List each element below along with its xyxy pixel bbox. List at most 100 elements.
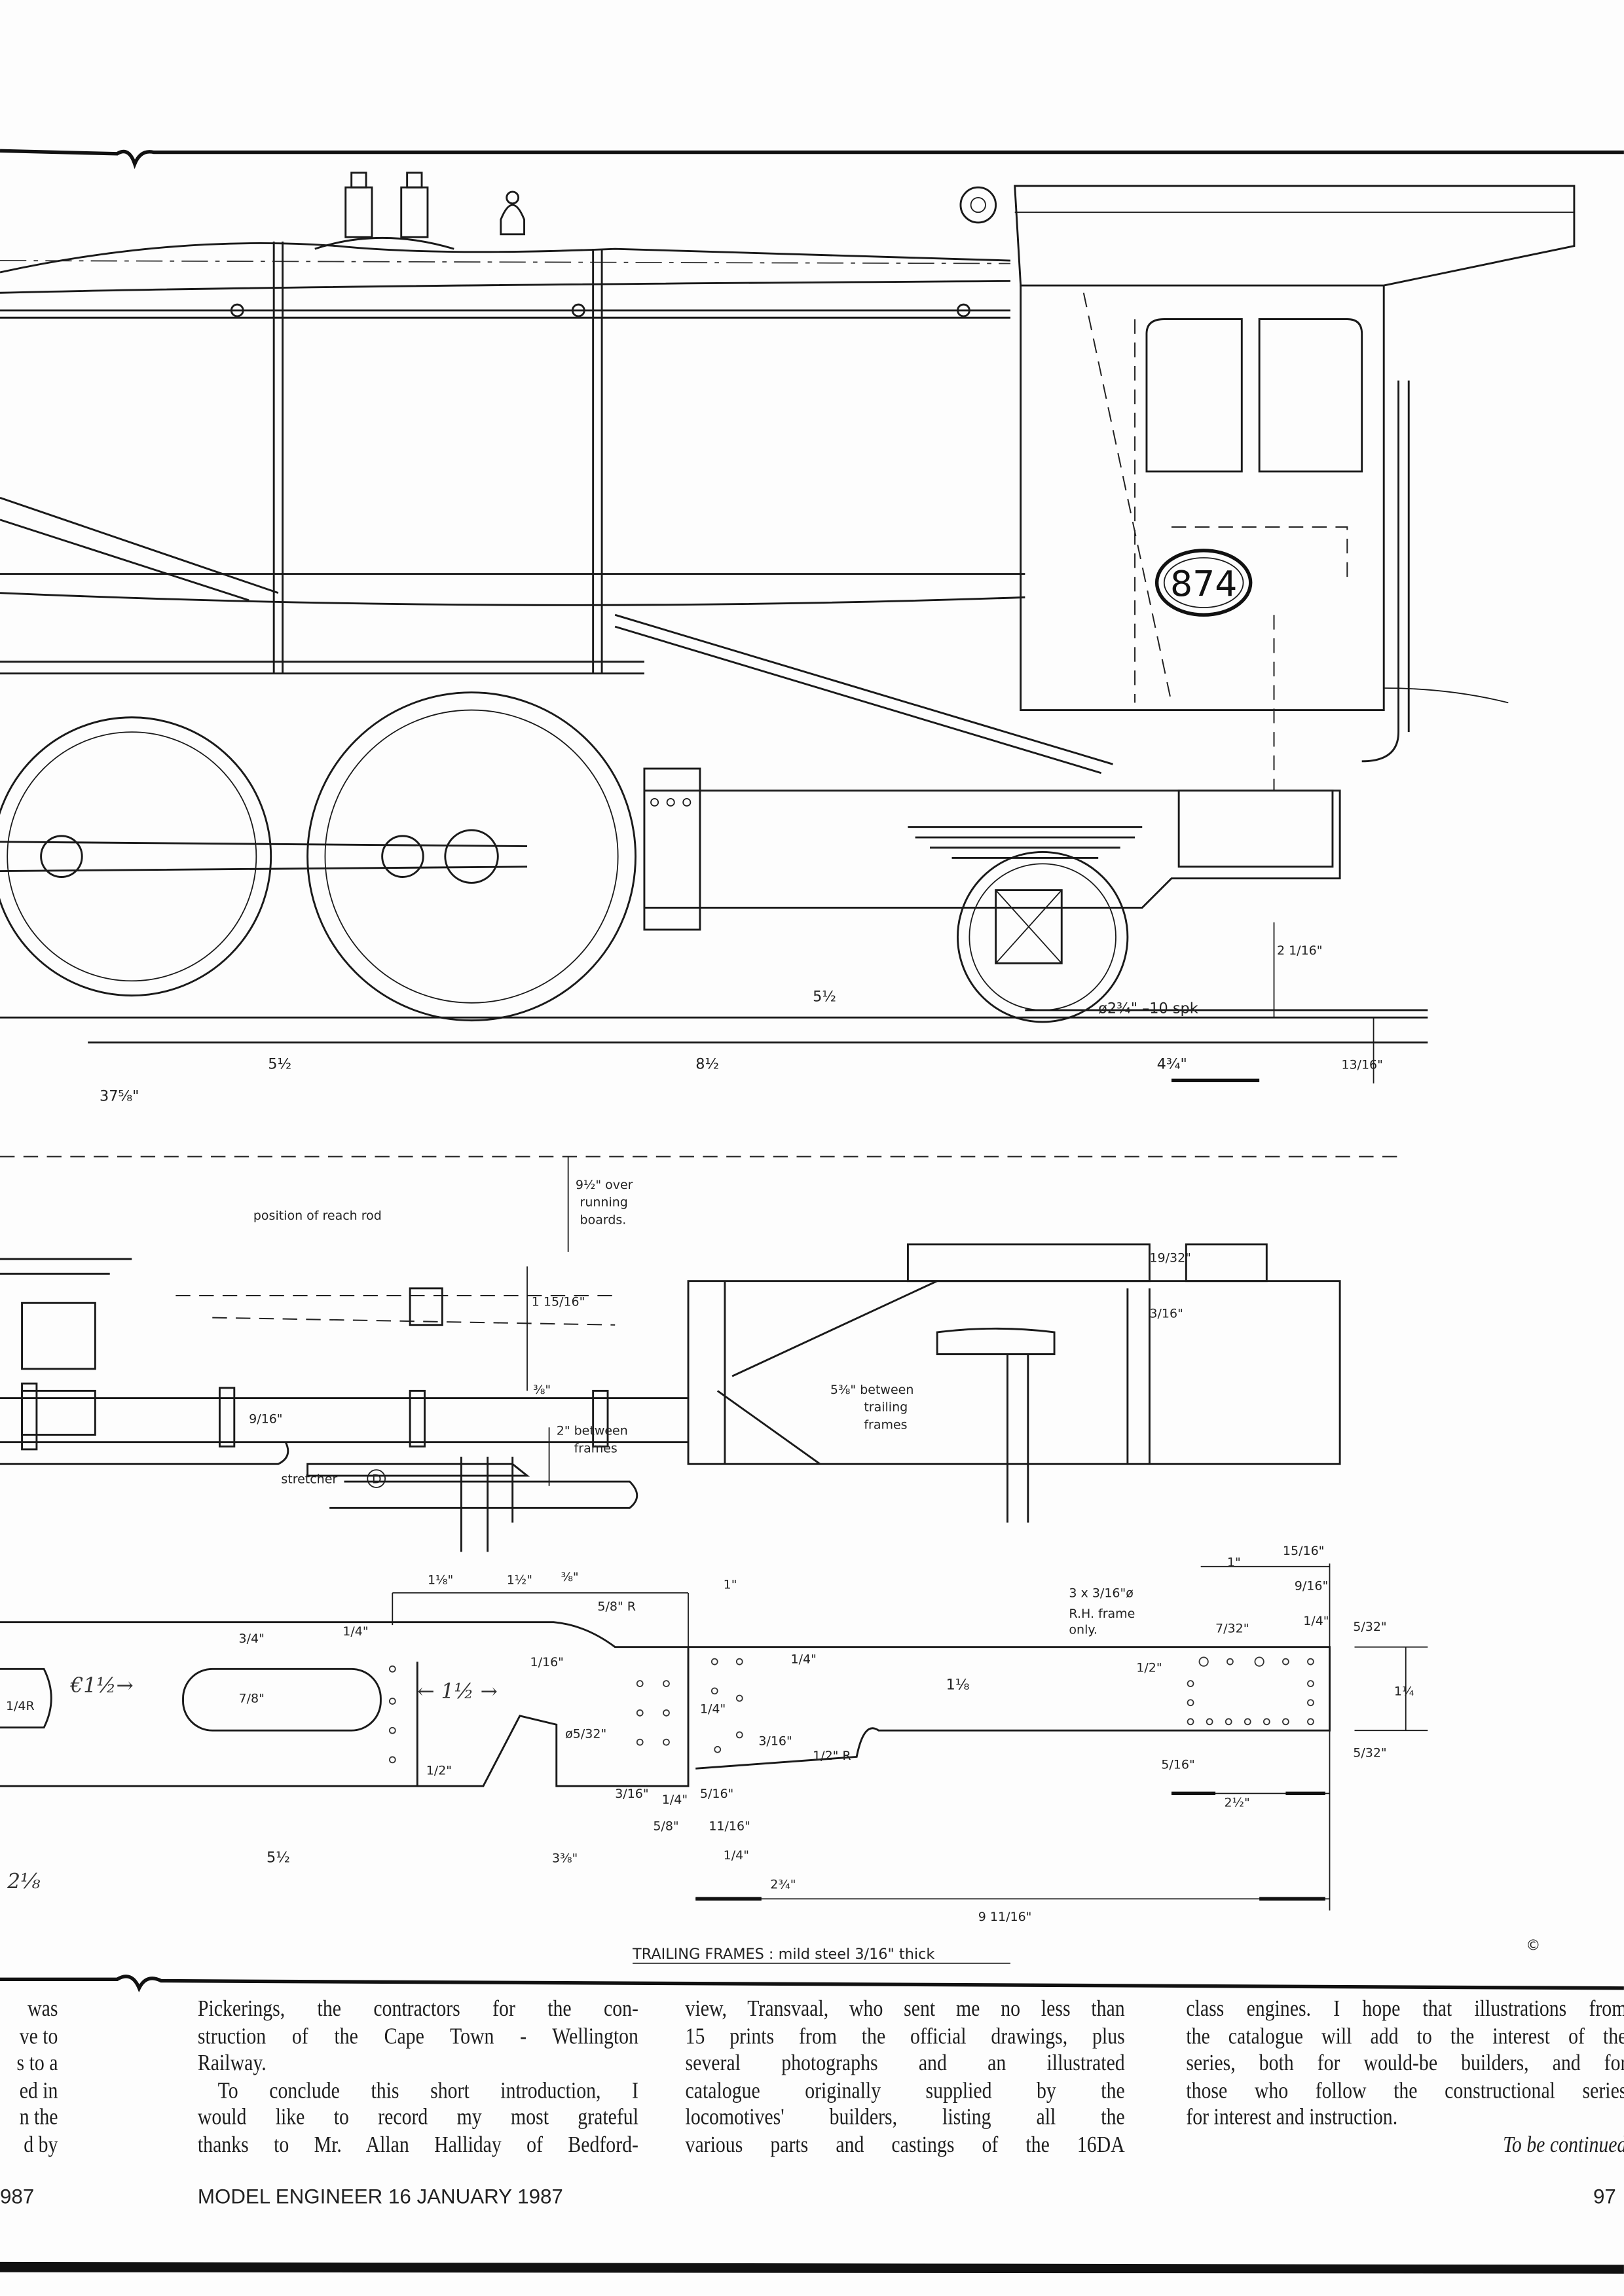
dimension-label: 1/2" bbox=[1136, 1661, 1162, 1675]
dimension-label: To conclude this short introduction, I bbox=[217, 2078, 638, 2104]
dimension-label: 1/4R bbox=[6, 1699, 35, 1713]
dimension-label: 15 prints from the official drawings, pl… bbox=[685, 2024, 1125, 2049]
dimension-label: 8½ bbox=[695, 1055, 719, 1072]
dimension-label: 4¾" bbox=[1157, 1055, 1187, 1072]
dimension-label: ø2¾" –10 spk bbox=[1098, 1000, 1198, 1017]
dimension-label: 2⅛ bbox=[7, 1870, 41, 1894]
frames-and-truck bbox=[0, 767, 1428, 1019]
top-border bbox=[0, 149, 1624, 170]
page-number: 97 bbox=[1593, 2184, 1616, 2208]
rail-line bbox=[0, 1009, 1428, 1019]
dimension-label: those who follow the constructional seri… bbox=[1186, 2078, 1624, 2104]
dimension-label: ← 1½ → bbox=[417, 1680, 498, 1704]
dimension-label: 2 1/16" bbox=[1277, 943, 1323, 958]
dimension-label: thanks to Mr. Allan Halliday of Bedford- bbox=[197, 2133, 638, 2159]
dimension-label: 5⅜" between bbox=[830, 1383, 913, 1397]
frames-caption: TRAILING FRAMES : mild steel 3/16" thick bbox=[632, 1946, 934, 1963]
dimension-label: 9/16" bbox=[1295, 1579, 1328, 1594]
article-column-1: was ve to s to a ed in n the d by bbox=[0, 1997, 58, 2160]
dimension-label: 5/32" bbox=[1353, 1745, 1386, 1760]
dimension-label: 1/4" bbox=[662, 1793, 688, 1807]
dimension-label: 11/16" bbox=[709, 1819, 750, 1833]
footer-magazine-issue: MODEL ENGINEER 16 JANUARY 1987 bbox=[197, 2184, 563, 2208]
dimension-label: ⅜" bbox=[561, 1570, 578, 1584]
dimension-label: Pickerings, the contractors for the con- bbox=[197, 1997, 638, 2022]
dimension-label: Railway. bbox=[197, 2051, 267, 2077]
dimension-label: 1½" bbox=[507, 1573, 532, 1588]
copyright-mark: © bbox=[1526, 1937, 1540, 1954]
dimension-label: 13/16" bbox=[1341, 1057, 1383, 1072]
dimension-label: frames bbox=[864, 1418, 907, 1432]
rivet-holes bbox=[388, 1656, 1314, 1764]
dimension-label: 2" between bbox=[557, 1423, 628, 1438]
dimension-label: R.H. frame bbox=[1069, 1607, 1135, 1621]
dimension-label: 1" bbox=[1227, 1556, 1241, 1570]
to-be-continued: To be continued bbox=[1503, 2133, 1624, 2159]
article-column-2: Pickerings, the contractors for the con-… bbox=[198, 1997, 638, 2160]
dimension-label: 3/4" bbox=[239, 1631, 265, 1646]
dimension-label: 5/16" bbox=[1161, 1757, 1194, 1772]
dimension-label: 1/4" bbox=[791, 1652, 817, 1666]
dimension-label: 1/4" bbox=[1303, 1614, 1329, 1628]
dimension-label: 7/32" bbox=[1215, 1621, 1249, 1635]
dimension-label: several photographs and an illustrated bbox=[685, 2051, 1125, 2077]
page-bottom-edge bbox=[0, 2261, 1624, 2274]
number-plate: 874 bbox=[1154, 549, 1253, 617]
dimension-label: 2½" bbox=[1224, 1795, 1249, 1810]
dimension-label: 1/4" bbox=[342, 1624, 368, 1639]
handrail-knobs bbox=[230, 303, 970, 318]
trailing-frames-drawing: 1⅛" 1½" ⅜" 5/8" R 1" 3/4" 1/4" 7/8" 1/16… bbox=[0, 1544, 1540, 1964]
dimension-label: 3/16" bbox=[758, 1734, 792, 1749]
dimension-label: 1¼ bbox=[1394, 1685, 1414, 1699]
dimension-label: s to a bbox=[16, 2051, 58, 2077]
article-column-3: view, Transvaal, who sent me no less tha… bbox=[686, 1997, 1125, 2160]
dimension-label: ø5/32" bbox=[565, 1726, 606, 1741]
dimension-label: stretcher bbox=[281, 1472, 337, 1486]
dimension-label: 5½ bbox=[813, 989, 836, 1006]
dimension-label: 5½ bbox=[268, 1055, 291, 1072]
dimension-label: 9/16" bbox=[249, 1412, 282, 1427]
cab-window-right bbox=[1258, 318, 1363, 473]
loco-number: 874 bbox=[1170, 563, 1237, 604]
dimension-label: 5½ bbox=[267, 1849, 290, 1866]
dimension-label: locomotives' builders, listing all the bbox=[685, 2105, 1125, 2131]
drawing-bottom-border bbox=[0, 1975, 1624, 1993]
dimension-label: series, both for would-be builders, and … bbox=[1186, 2051, 1624, 2077]
dimension-label: 3/16" bbox=[1149, 1307, 1183, 1321]
side-elevation: 874 5½ 8½ 4¾" 13/16" bbox=[0, 172, 1576, 1105]
dimension-label: trailing bbox=[864, 1400, 908, 1415]
frame-dimensions: 1⅛" 1½" ⅜" 5/8" R 1" 3/4" 1/4" 7/8" 1/16… bbox=[6, 1544, 1414, 1924]
dimension-label: 5/8" R bbox=[597, 1599, 636, 1614]
dimension-label: frames bbox=[574, 1441, 618, 1455]
dimension-label: boards. bbox=[580, 1212, 627, 1227]
dimension-label: was bbox=[28, 1997, 58, 2022]
dimension-label: 5/8" bbox=[653, 1819, 678, 1833]
dimension-label: 1" bbox=[724, 1577, 737, 1592]
dimension-label: n the bbox=[19, 2105, 58, 2131]
dimension-label: would like to record my most grateful bbox=[197, 2105, 638, 2131]
driving-wheels bbox=[0, 691, 1129, 1023]
dimension-label: 2¾" bbox=[770, 1878, 796, 1892]
boiler-fittings bbox=[314, 172, 526, 250]
dimension-label: 1⅛ bbox=[946, 1677, 970, 1694]
dimension-label: 37⅝" bbox=[100, 1088, 139, 1105]
dimension-label: various parts and castings of the 16DA bbox=[685, 2133, 1125, 2159]
dimension-label: 15/16" bbox=[1283, 1544, 1325, 1558]
dimension-label: €1½→ bbox=[69, 1674, 133, 1698]
dimension-label: only. bbox=[1069, 1623, 1098, 1637]
plan-dimensions: 9½" over running boards. position of rea… bbox=[249, 1156, 1191, 1488]
dimension-label: ⅜" bbox=[533, 1383, 551, 1397]
dimension-label: for interest and instruction. bbox=[1186, 2105, 1398, 2131]
dimension-label: ed in bbox=[19, 2078, 58, 2104]
dimension-label: view, Transvaal, who sent me no less tha… bbox=[685, 1997, 1125, 2022]
dimension-label: 9 11/16" bbox=[978, 1910, 1032, 1924]
dimension-label: 5/16" bbox=[700, 1787, 733, 1801]
dimension-label: D bbox=[372, 1472, 382, 1486]
dimension-label: 1/16" bbox=[530, 1655, 564, 1669]
dimension-label: 9½" over bbox=[576, 1178, 633, 1192]
dimension-label: 1⅛" bbox=[428, 1573, 453, 1588]
dimension-label: class engines. I hope that illustrations… bbox=[1186, 1997, 1624, 2022]
dimension-label: 1/2" R bbox=[813, 1749, 851, 1763]
plan-view: 9½" over running boards. position of rea… bbox=[0, 1156, 1406, 1552]
